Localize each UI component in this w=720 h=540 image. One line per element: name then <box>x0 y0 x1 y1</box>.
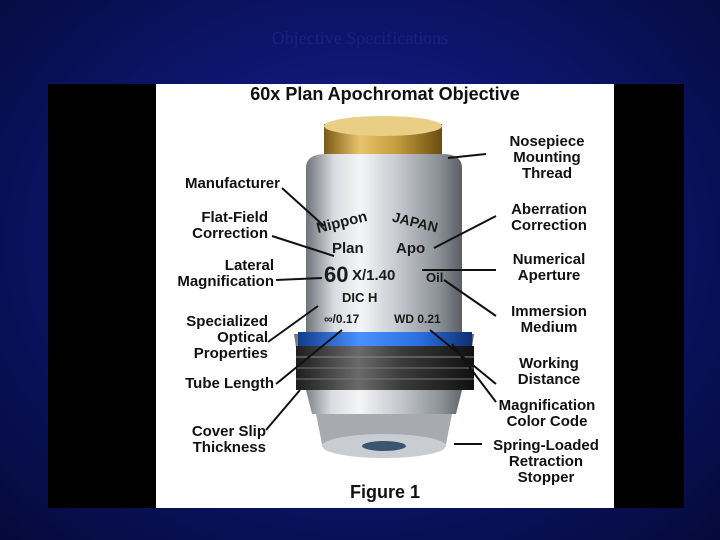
objective-barrel <box>294 154 474 458</box>
label-magnification-color-code: Magnification Color Code <box>498 397 596 430</box>
label-manufacturer: Manufacturer <box>184 175 280 192</box>
label-tube-length: Tube Length <box>185 375 274 392</box>
label-numerical-aperture: Numerical Aperture <box>512 251 586 284</box>
label-aberration: Aberration Correction <box>511 201 587 234</box>
label-lateral-magnification: Lateral Magnification <box>177 257 274 290</box>
label-working-distance: Working Distance <box>517 355 581 388</box>
engraving-tube-cover: ∞/0.17 <box>324 312 360 326</box>
label-immersion-medium: Immersion Medium <box>511 303 587 336</box>
figure-title: 60x Plan Apochromat Objective <box>250 84 520 104</box>
engraving-wd: WD 0.21 <box>394 312 441 326</box>
engraving-magnification: 60 <box>324 262 349 287</box>
engraving-plan: Plan <box>332 240 364 257</box>
figure-panel: 60x Plan Apochromat Objective Nippon JAP… <box>156 84 614 508</box>
magnification-color-band <box>298 332 472 346</box>
engraving-dic: DIC H <box>342 290 378 305</box>
engraving-na: X/1.40 <box>352 267 396 284</box>
leader-lines <box>265 153 497 445</box>
label-specialized-optical: Specialized Optical Properties <box>186 313 268 362</box>
engraving-medium: Oil <box>426 270 444 285</box>
knurled-grip <box>296 346 474 390</box>
figure-caption: Figure 1 <box>349 482 420 502</box>
engraving-apo: Apo <box>396 240 426 257</box>
label-nosepiece: Nosepiece Mounting Thread <box>509 133 585 182</box>
label-cover-slip: Cover Slip Thickness <box>191 423 266 456</box>
slide-title: Objective Specifications <box>271 28 449 48</box>
label-flat-field: Flat-Field Correction <box>192 209 268 242</box>
label-spring-loaded: Spring-Loaded Retraction Stopper <box>493 437 599 486</box>
objective-illustration <box>265 116 497 458</box>
